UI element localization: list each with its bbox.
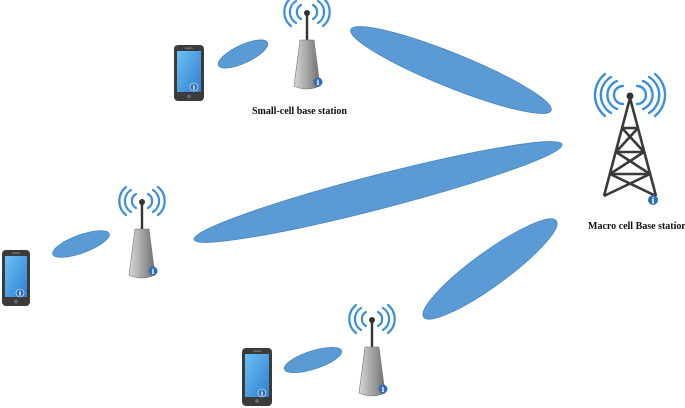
antenna-tip bbox=[369, 317, 375, 323]
small-cell-label: Small-cell base station bbox=[252, 106, 347, 117]
info-icon bbox=[15, 288, 25, 298]
macro-tower: i bbox=[593, 72, 667, 206]
antenna-tip bbox=[626, 92, 634, 100]
smartphone-2: i bbox=[2, 250, 30, 306]
info-icon bbox=[189, 82, 199, 92]
svg-text:i: i bbox=[382, 385, 385, 394]
svg-text:i: i bbox=[317, 78, 320, 87]
info-icon bbox=[648, 195, 658, 205]
svg-text:i: i bbox=[193, 84, 196, 92]
link-phone2-small2 bbox=[52, 230, 110, 258]
signal-waves-icon bbox=[118, 185, 166, 217]
antenna-tip bbox=[304, 10, 310, 16]
signal-waves-icon bbox=[348, 303, 396, 335]
link-small1-macro bbox=[350, 26, 552, 114]
svg-text:i: i bbox=[152, 267, 155, 276]
antenna-mast bbox=[305, 15, 309, 41]
smartphone-1: i bbox=[174, 45, 204, 101]
macro-tower-icon bbox=[602, 97, 658, 198]
small-cell-tower-1: i bbox=[283, 0, 331, 90]
signal-waves-icon bbox=[593, 72, 667, 118]
svg-text:i: i bbox=[651, 196, 654, 206]
svg-text:i: i bbox=[261, 390, 264, 398]
link-phone1-small1 bbox=[217, 39, 269, 69]
antenna-mast bbox=[140, 204, 144, 230]
phone-screen bbox=[245, 354, 269, 397]
info-icon bbox=[148, 266, 158, 276]
link-small2-macro bbox=[193, 141, 563, 243]
wireless-links bbox=[52, 26, 563, 374]
small-cell-tower-2: i bbox=[118, 185, 166, 279]
antenna-mast bbox=[370, 322, 374, 348]
macro-cell-label: Macro cell Base station bbox=[588, 221, 685, 232]
info-icon bbox=[378, 384, 388, 394]
antenna-tip bbox=[139, 199, 145, 205]
smartphone-3: i bbox=[242, 348, 272, 406]
svg-text:i: i bbox=[19, 290, 22, 298]
link-small3-macro bbox=[422, 218, 558, 320]
small-cell-tower-3: i bbox=[348, 303, 396, 397]
link-phone3-small3 bbox=[283, 346, 343, 374]
signal-waves-icon bbox=[283, 0, 331, 28]
info-icon bbox=[257, 388, 267, 398]
phone-screen bbox=[5, 256, 27, 297]
info-icon bbox=[313, 77, 323, 87]
